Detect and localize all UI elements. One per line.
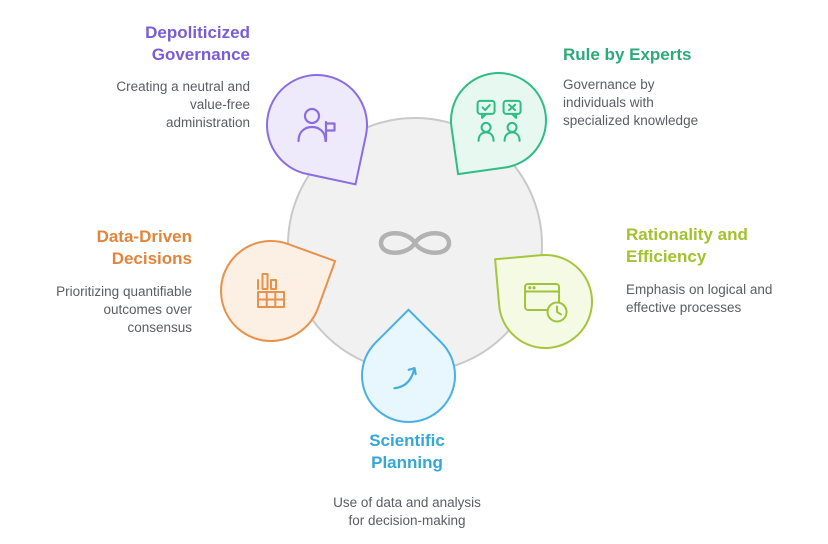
label-data-driven-decisions: Data-Driven Decisions Prioritizing quant… — [28, 226, 192, 337]
node-title: Rationality and Efficiency — [626, 225, 748, 267]
petal-data-driven-decisions — [205, 225, 337, 357]
label-rationality-and-efficiency: Rationality and Efficiency Emphasis on l… — [626, 224, 806, 317]
node-title: Scientific Planning — [369, 431, 445, 473]
node-description: Prioritizing quantifiable outcomes over … — [56, 284, 192, 335]
node-title: Depoliticized Governance — [145, 23, 250, 65]
growth-arrow-icon — [386, 353, 432, 399]
node-description: Governance by individuals with specializ… — [563, 77, 699, 128]
petal-depoliticized-governance — [256, 64, 378, 186]
data-chart-icon — [247, 267, 295, 315]
infinity-icon — [363, 220, 467, 271]
node-description: Use of data and analysis for decision-ma… — [333, 495, 481, 528]
node-title: Rule by Experts — [563, 45, 692, 64]
experts-chat-icon — [474, 96, 524, 146]
node-description: Creating a neutral and value-free admini… — [116, 79, 250, 130]
window-clock-icon — [521, 277, 571, 327]
label-depoliticized-governance: Depoliticized Governance Creating a neut… — [58, 22, 250, 132]
node-description: Emphasis on logical and effective proces… — [626, 282, 773, 315]
petal-scientific-planning — [341, 308, 476, 443]
petal-rationality-and-efficiency — [494, 250, 597, 353]
petal-rule-by-experts — [443, 65, 554, 176]
label-rule-by-experts: Rule by Experts Governance by individual… — [563, 44, 768, 130]
person-flag-icon — [292, 100, 342, 150]
node-title: Data-Driven Decisions — [96, 227, 192, 269]
label-scientific-planning: Scientific Planning Use of data and anal… — [312, 430, 502, 530]
